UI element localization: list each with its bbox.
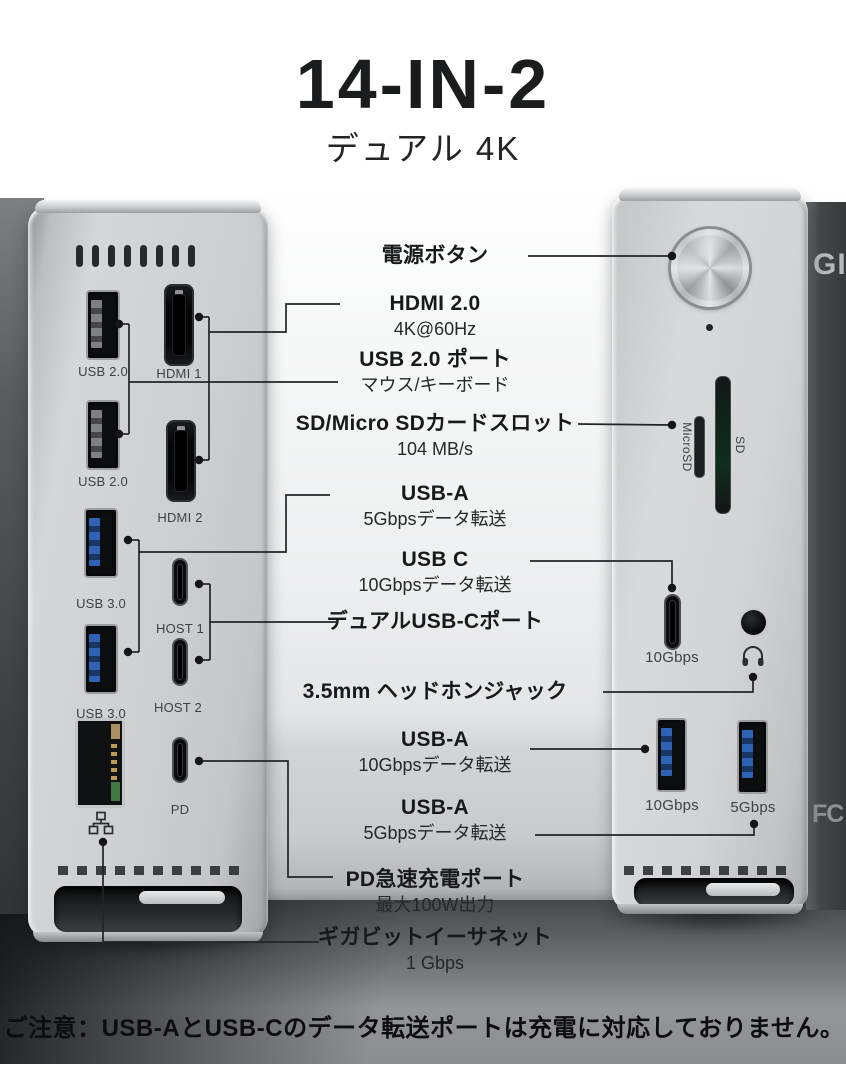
base-cutout-left: [54, 886, 242, 932]
dock-front-view: MicroSD SD 10Gbps 10Gbps 5Gbps: [612, 188, 808, 914]
callout-usbc: USB C 10Gbpsデータ転送: [358, 547, 511, 597]
bottom-vent-slots-right: [624, 866, 792, 875]
usb2-port-1-tongue: [91, 300, 102, 348]
callout-power-button-label: 電源ボタン: [381, 244, 489, 267]
host1-port-label: HOST 1: [156, 621, 204, 636]
headphone-jack: [741, 610, 766, 635]
usbc-speed-label: 10Gbps: [645, 649, 699, 666]
usb2-port-1-label: USB 2.0: [78, 364, 128, 379]
usba-10gbps-tongue: [661, 728, 672, 776]
host2-usbc-port: [172, 638, 188, 686]
callout-usba-5g-left-label: USB-A: [400, 482, 469, 505]
callout-hdmi-sub: 4K@60Hz: [393, 319, 477, 340]
callout-headphone-jack-label: 3.5mm ヘッドホンジャック: [302, 680, 568, 703]
base-reflection-left: [138, 891, 226, 904]
callout-usba-5g-right-label: USB-A: [400, 796, 469, 819]
callout-usba-10g-label: USB-A: [400, 728, 469, 751]
callout-gigabit-ethernet-label: ギガビットイーサネット: [318, 926, 552, 949]
ethernet-network-icon: [88, 811, 114, 835]
footer-caution-note: ご注意：USB-AとUSB-Cのデータ転送ポートは充電に対応しておりません。: [3, 1015, 845, 1042]
callout-usba-10g: USB-A 10Gbpsデータ転送: [358, 727, 511, 777]
top-vent-slots: [76, 245, 195, 267]
callout-usb2: USB 2.0 ポート マウス/キーボード: [359, 347, 511, 397]
callout-pd-charging-label: PD急速充電ポート: [345, 868, 525, 891]
callout-headphone-jack: 3.5mm ヘッドホンジャック: [303, 679, 568, 704]
hdmi2-port-label: HDMI 2: [157, 510, 203, 525]
callout-gigabit-ethernet: ギガビットイーサネット 1 Gbps: [318, 925, 552, 975]
callout-usba-5g-left-sub: 5Gbpsデータ転送: [363, 509, 507, 530]
callout-gigabit-ethernet-sub: 1 Gbps: [405, 953, 465, 974]
status-led: [706, 324, 713, 331]
callout-usba-10g-sub: 10Gbpsデータ転送: [358, 755, 512, 776]
usba-5gbps-port: [737, 720, 768, 794]
callout-usbc-sub: 10Gbpsデータ転送: [358, 575, 512, 596]
hdmi1-port-label: HDMI 1: [156, 366, 202, 381]
callout-usb2-label: USB 2.0 ポート: [359, 348, 511, 371]
callout-dual-usbc-label: デュアルUSB-Cポート: [326, 610, 544, 633]
callout-sd-slot: SD/Micro SDカードスロット 104 MB/s: [296, 411, 574, 461]
callout-dual-usbc: デュアルUSB-Cポート: [327, 609, 543, 634]
hdmi1-port: [164, 284, 194, 366]
callout-pd-charging-sub: 最大100W出力: [375, 895, 495, 916]
usba-5gbps-label: 5Gbps: [730, 799, 776, 816]
sd-slot: [715, 376, 731, 514]
usb3-port-2-tongue: [89, 634, 100, 682]
callout-hdmi: HDMI 2.0 4K@60Hz: [389, 291, 480, 341]
callout-usb2-sub: マウス/キーボード: [360, 375, 510, 396]
brand-logo-partial: GI: [813, 248, 846, 281]
usb2-port-2-label: USB 2.0: [78, 474, 128, 489]
usb2-port-2: [86, 400, 120, 470]
pd-usbc-port: [172, 737, 188, 783]
hdmi2-port: [166, 420, 196, 502]
usba-10gbps-label: 10Gbps: [645, 797, 699, 814]
callout-sd-slot-label: SD/Micro SDカードスロット: [295, 412, 575, 435]
page-subtitle: デュアル 4K: [325, 130, 521, 167]
callout-sd-slot-sub: 104 MB/s: [396, 439, 474, 460]
usbc-10gbps-port: [664, 594, 681, 650]
usb3-port-1: [84, 508, 118, 578]
usb2-port-2-tongue: [91, 410, 102, 458]
usba-5gbps-tongue: [742, 730, 753, 778]
callout-usba-5g-right-sub: 5Gbpsデータ転送: [363, 823, 507, 844]
dock-rear-view: USB 2.0 HDMI 1 USB 2.0 HDMI 2 USB 3.0 HO…: [28, 200, 268, 942]
microsd-slot: [694, 416, 705, 478]
microsd-slot-label: MicroSD: [680, 422, 694, 472]
ethernet-port: [75, 718, 125, 808]
usb3-port-1-tongue: [89, 518, 100, 566]
callout-power-button: 電源ボタン: [382, 243, 489, 268]
dock-side-panel: GI FC: [806, 202, 846, 910]
callout-usba-5g-right: USB-A 5Gbpsデータ転送: [363, 795, 506, 845]
ethernet-led: [111, 782, 120, 801]
host1-usbc-port: [172, 558, 188, 606]
bottom-vent-slots-left: [58, 866, 240, 875]
power-button: [671, 229, 749, 307]
sd-slot-label: SD: [733, 436, 747, 454]
host2-port-label: HOST 2: [154, 700, 202, 715]
base-reflection-right: [706, 883, 780, 896]
ethernet-pins: [111, 744, 117, 788]
page-title: 14-IN-2: [295, 45, 551, 123]
callout-hdmi-label: HDMI 2.0: [389, 292, 481, 315]
usba-10gbps-port: [656, 718, 687, 792]
base-cutout-right: [634, 878, 794, 906]
usb3-port-2-label: USB 3.0: [76, 706, 126, 721]
callout-pd-charging: PD急速充電ポート 最大100W出力: [346, 867, 525, 917]
headphone-icon: [742, 646, 764, 666]
usb3-port-1-label: USB 3.0: [76, 596, 126, 611]
ethernet-tab: [111, 724, 120, 739]
callout-usbc-label: USB C: [401, 548, 469, 571]
callout-usba-5g-left: USB-A 5Gbpsデータ転送: [363, 481, 506, 531]
usb2-port-1: [86, 290, 120, 360]
fcc-mark: FC: [812, 800, 844, 828]
usb3-port-2: [84, 624, 118, 694]
pd-port-label: PD: [170, 802, 190, 817]
